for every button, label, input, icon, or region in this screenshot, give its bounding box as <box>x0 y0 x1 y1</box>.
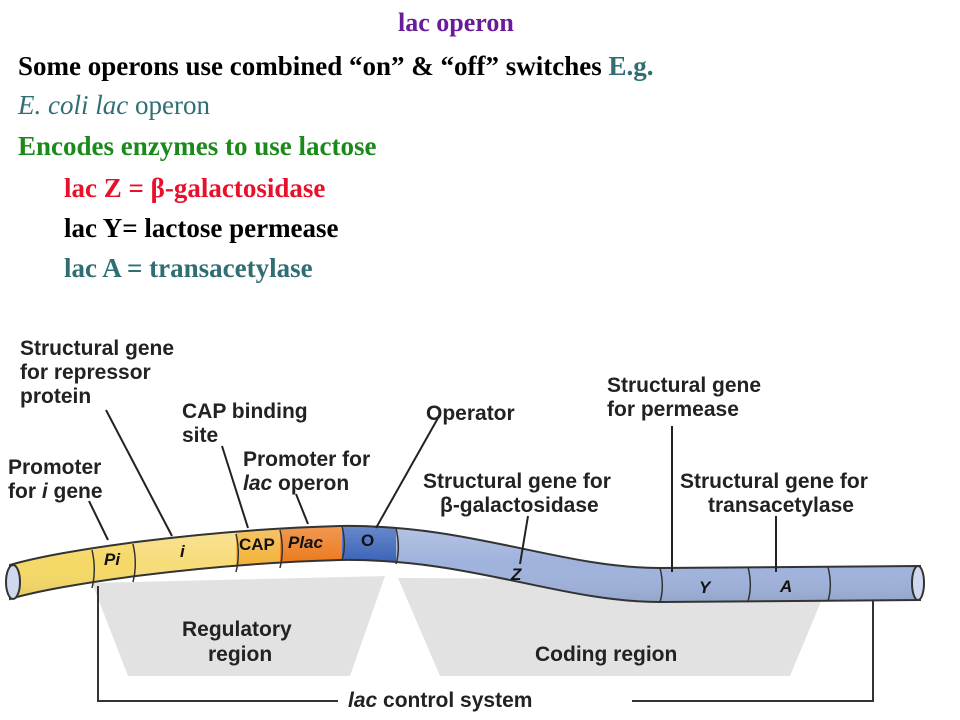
segment-plac-label: Plac <box>288 533 324 552</box>
galactosidase-gene-label: Structural gene for β-galactosidase <box>423 470 617 517</box>
promoter-i-label: Promoter for i gene <box>8 456 107 503</box>
cap-site-label: CAP binding site <box>182 400 313 447</box>
transacetylase-gene-label: Structural gene for transacetylase <box>680 470 874 517</box>
permease-gene-label: Structural gene for permease <box>607 374 767 421</box>
eg-text: E.g. <box>608 51 654 81</box>
coding-region-label: Coding region <box>535 643 677 666</box>
lacz-line: lac Z = β-galactosidase <box>64 173 326 203</box>
tube-left-end <box>5 564 21 600</box>
segment-i-label: i <box>180 542 186 561</box>
segment-dividers <box>91 525 831 603</box>
tube-right-end <box>911 565 925 601</box>
example-line: E. coli lac operon <box>18 89 210 122</box>
segment-pi-label: Pi <box>104 550 121 569</box>
lac-operon-diagram: Pi i CAP Plac O Z Y A Structural gene fo… <box>5 337 925 712</box>
encodes-line: Encodes enzymes to use lactose <box>18 131 377 161</box>
laca-line: lac A = transacetylase <box>64 253 313 283</box>
segment-z-label: Z <box>510 565 522 584</box>
intro-line: Some operons use combined “on” & “off” s… <box>18 50 654 83</box>
regulatory-region-shape <box>92 576 385 676</box>
promoter-lac-label: Promoter for lac operon <box>243 448 376 495</box>
control-system-label: lac control system <box>348 689 532 712</box>
intro-main-text: Some operons use combined “on” & “off” s… <box>18 51 609 81</box>
pointer-lines <box>88 409 777 572</box>
segment-cap-label: CAP <box>239 535 275 554</box>
segment-y-label: Y <box>699 578 712 597</box>
operator-label: Operator <box>426 402 515 425</box>
segment-a-label: A <box>779 577 792 596</box>
regulatory-region-label: Regulatory region <box>182 618 298 666</box>
lacy-line: lac Y= lactose permease <box>64 213 339 243</box>
ecoli-lac-text: E. coli lac <box>18 90 129 120</box>
repressor-gene-label: Structural gene for repressor protein <box>20 337 180 408</box>
segment-operator-label: O <box>361 531 374 550</box>
control-system-bracket <box>97 586 874 702</box>
operon-text: operon <box>128 90 210 120</box>
slide-title: lac operon <box>398 8 514 37</box>
